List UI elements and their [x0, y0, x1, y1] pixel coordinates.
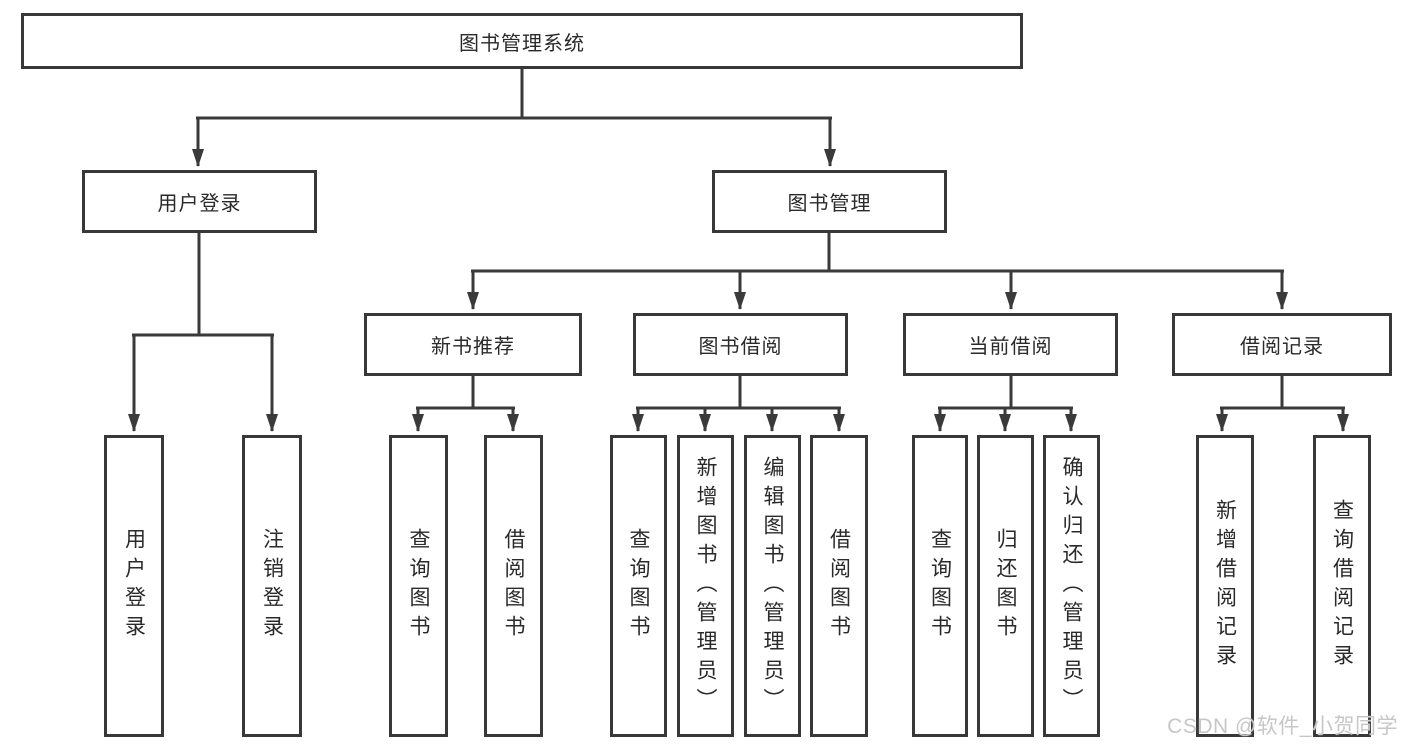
- leaf-label: 查询图书: [407, 528, 430, 644]
- node-root-system: 图书管理系统: [21, 13, 1023, 69]
- leaf-current-query-books: 查询图书: [912, 435, 968, 737]
- leaf-label: 查询借阅记录: [1330, 499, 1354, 673]
- leaf-current-return-books: 归还图书: [977, 435, 1034, 737]
- leaf-borrow-query-books: 查询图书: [610, 435, 667, 737]
- leaf-label: 确认归还（管理员）: [1060, 455, 1083, 717]
- node-book-management-branch: 图书管理: [712, 170, 947, 233]
- leaf-recommend-query-books: 查询图书: [389, 435, 448, 737]
- node-current-borrowing: 当前借阅: [903, 313, 1118, 376]
- leaf-borrow-borrow-books: 借阅图书: [810, 435, 868, 737]
- leaf-current-confirm-return-admin: 确认归还（管理员）: [1043, 435, 1100, 737]
- leaf-logout: 注销登录: [242, 435, 302, 737]
- leaf-label: 编辑图书（管理员）: [761, 455, 784, 717]
- leaf-label: 用户登录: [122, 528, 146, 644]
- leaf-label: 查询图书: [928, 528, 952, 644]
- node-borrow-records: 借阅记录: [1172, 313, 1392, 376]
- leaf-recommend-borrow-books: 借阅图书: [484, 435, 543, 737]
- leaf-label: 借阅图书: [502, 528, 525, 644]
- node-book-borrowing: 图书借阅: [633, 313, 848, 376]
- csdn-watermark: CSDN @软件_小贺同学: [1167, 715, 1398, 738]
- leaf-label: 借阅图书: [827, 528, 851, 644]
- leaf-user-login: 用户登录: [104, 435, 164, 737]
- leaf-label: 归还图书: [994, 528, 1017, 644]
- leaf-borrow-edit-books-admin: 编辑图书（管理员）: [744, 435, 801, 737]
- leaf-label: 新增图书（管理员）: [694, 455, 717, 717]
- leaf-label: 注销登录: [260, 528, 284, 644]
- node-user-login-branch: 用户登录: [82, 170, 317, 233]
- leaf-label: 查询图书: [627, 528, 650, 644]
- leaf-records-query-record: 查询借阅记录: [1313, 435, 1371, 737]
- node-new-book-recommend: 新书推荐: [364, 313, 582, 376]
- leaf-records-add-record: 新增借阅记录: [1196, 435, 1254, 737]
- leaf-borrow-add-books-admin: 新增图书（管理员）: [677, 435, 734, 737]
- leaf-label: 新增借阅记录: [1213, 499, 1237, 673]
